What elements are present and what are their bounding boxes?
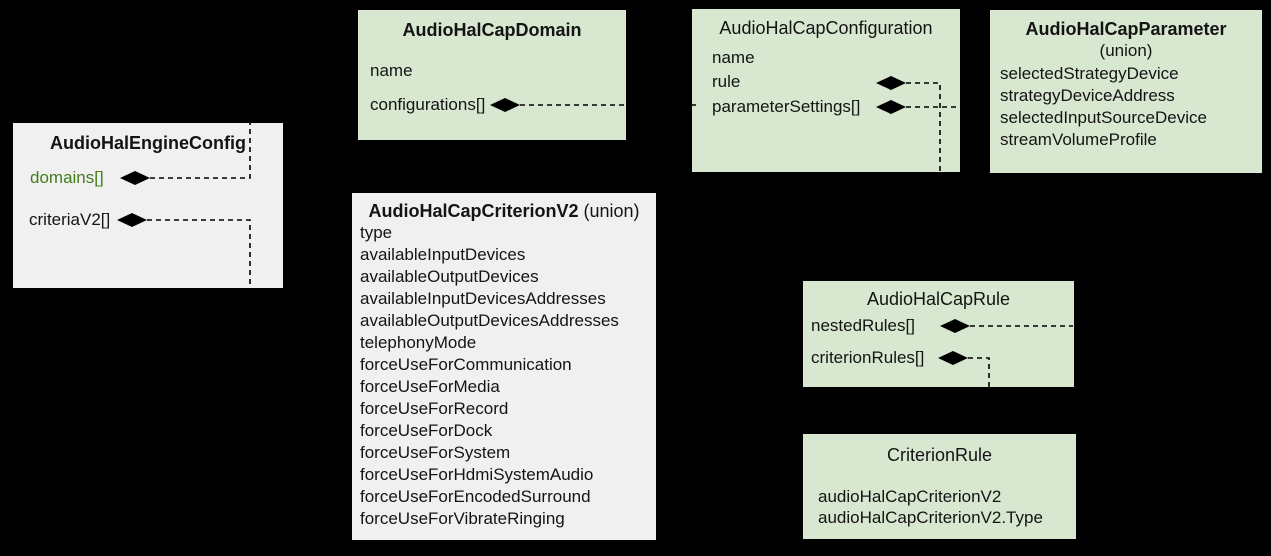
field-audio-hal-cap-criterion-v2-type: audioHalCapCriterionV2.Type [818, 508, 1043, 527]
field-nested-rules: nestedRules[] [811, 316, 915, 335]
field-criteria-v2: criteriaV2[] [29, 210, 111, 229]
class-title: AudioHalCapParameter [1025, 19, 1227, 39]
class-title-suffix: (union) [578, 201, 640, 221]
field-telephony-mode: telephonyMode [360, 333, 477, 352]
field-available-output-devices-addresses: availableOutputDevicesAddresses [360, 311, 619, 330]
class-title: AudioHalCapCriterionV2 (union) [352, 200, 656, 222]
field-force-use-for-vibrate-ringing: forceUseForVibrateRinging [360, 509, 565, 528]
field-force-use-for-dock: forceUseForDock [360, 421, 493, 440]
field-stream-volume-profile: streamVolumeProfile [1000, 130, 1157, 149]
field-domains: domains[] [30, 168, 104, 187]
field-rule: rule [712, 72, 741, 91]
class-title: AudioHalCapDomain [402, 20, 582, 40]
field-type: type [360, 223, 393, 242]
field-selected-input-source-device: selectedInputSourceDevice [1000, 108, 1207, 127]
class-title: AudioHalCapConfiguration [719, 18, 933, 38]
field-force-use-for-record: forceUseForRecord [360, 399, 509, 418]
field-force-use-for-system: forceUseForSystem [360, 443, 511, 462]
field-name: name [370, 61, 413, 80]
field-available-input-devices-addresses: availableInputDevicesAddresses [360, 289, 606, 308]
class-title: AudioHalCapRule [866, 289, 1011, 309]
field-parameter-settings: parameterSettings[] [712, 97, 861, 116]
class-box-audio-hal-cap-configuration: AudioHalCapConfiguration name rule param… [692, 9, 960, 172]
field-force-use-for-media: forceUseForMedia [360, 377, 500, 396]
class-box-audio-hal-cap-rule: AudioHalCapRule nestedRules[] criterionR… [803, 281, 1074, 387]
field-available-output-devices: availableOutputDevices [360, 267, 539, 286]
field-configurations: configurations[] [370, 95, 486, 114]
field-force-use-for-encoded-surround: forceUseForEncodedSurround [360, 487, 591, 506]
field-available-input-devices: availableInputDevices [360, 245, 526, 264]
class-box-audio-hal-engine-config: AudioHalEngineConfig domains[] criteriaV… [13, 123, 283, 288]
field-criterion-rules: criterionRules[] [811, 348, 925, 367]
field-list: type availableInputDevices availableOutp… [360, 222, 619, 530]
field-selected-strategy-device: selectedStrategyDevice [1000, 64, 1179, 83]
field-force-use-for-communication: forceUseForCommunication [360, 355, 572, 374]
field-audio-hal-cap-criterion-v2: audioHalCapCriterionV2 [818, 487, 1002, 506]
class-title-text: AudioHalCapCriterionV2 [368, 201, 579, 221]
class-subtitle: (union) [1099, 41, 1153, 60]
field-strategy-device-address: strategyDeviceAddress [1000, 86, 1175, 105]
class-box-audio-hal-cap-parameter: AudioHalCapParameter (union) selectedStr… [990, 10, 1262, 173]
class-title: AudioHalEngineConfig [50, 133, 246, 153]
class-title: CriterionRule [886, 445, 993, 465]
field-list: audioHalCapCriterionV2 audioHalCapCriter… [818, 486, 1043, 528]
class-box-criterion-rule: CriterionRule audioHalCapCriterionV2 aud… [803, 434, 1076, 539]
field-name: name [712, 48, 755, 67]
field-list: selectedStrategyDevice strategyDeviceAdd… [1000, 63, 1207, 151]
class-box-audio-hal-cap-criterion-v2: AudioHalCapCriterionV2 (union) type avai… [352, 193, 656, 540]
class-box-audio-hal-cap-domain: AudioHalCapDomain name configurations[] [358, 10, 626, 140]
field-force-use-for-hdmi-system-audio: forceUseForHdmiSystemAudio [360, 465, 594, 484]
